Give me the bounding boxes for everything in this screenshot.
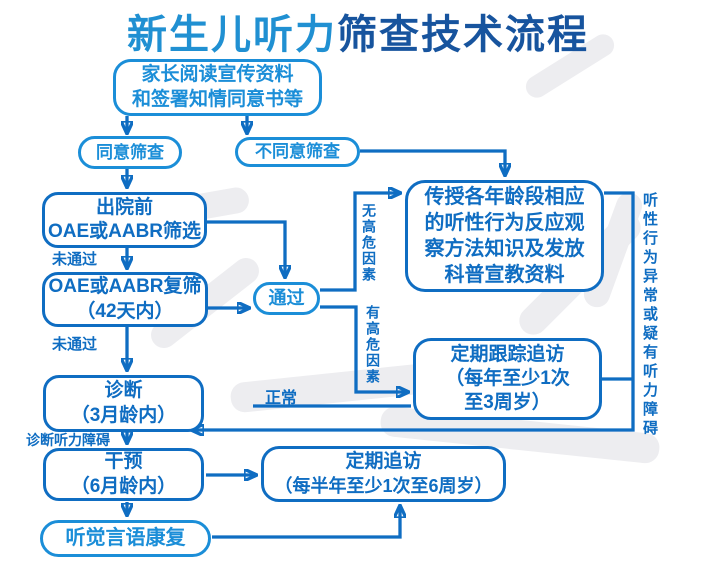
node-tracking-line1: 定期跟踪追访 bbox=[450, 343, 565, 365]
edge-pass-risk-to-tracking bbox=[320, 305, 407, 392]
edge-abnormal-return-to-diagnosis bbox=[193, 191, 635, 430]
node-intervention: 干预 （6月龄内） bbox=[43, 448, 204, 501]
label-high-risk: 有高危因素 bbox=[365, 305, 381, 385]
node-followup-line1: 定期追访 bbox=[345, 451, 422, 473]
node-intervention-line2: （6月龄内） bbox=[70, 475, 177, 497]
node-disagree-label: 不同意筛查 bbox=[255, 142, 340, 162]
node-initial-screen-line1: 出院前 bbox=[95, 196, 153, 218]
edge-initial-screen-to-pass bbox=[207, 220, 285, 276]
node-educate-line3: 察方法知识及发放 bbox=[424, 238, 585, 260]
node-rescreen: OAE或AABR复筛 （42天内） bbox=[42, 272, 208, 327]
node-diagnosis-line1: 诊断 bbox=[104, 380, 143, 402]
page-title-light-part: 新生儿听力 bbox=[127, 13, 337, 57]
node-diagnosis-line2: （3月龄内） bbox=[70, 404, 177, 426]
node-followup-line2: （每半年至少1次至6周岁） bbox=[274, 475, 493, 496]
node-tracking: 定期跟踪追访 （每年至少1次 至3周岁） bbox=[413, 338, 602, 420]
label-no-high-risk: 无高危因素 bbox=[361, 203, 377, 283]
node-consent-info: 家长阅读宣传资料 和签署知情同意书等 bbox=[113, 59, 322, 116]
node-rehab-label: 听觉言语康复 bbox=[65, 526, 186, 549]
node-initial-screen-line2: OAE或AABR筛选 bbox=[47, 221, 202, 242]
label-fail-initial: 未通过 bbox=[52, 251, 98, 268]
node-educate-line2: 的听性行为反应观 bbox=[424, 212, 585, 234]
node-disagree: 不同意筛查 bbox=[235, 137, 360, 167]
node-followup: 定期追访 （每半年至少1次至6周岁） bbox=[261, 446, 506, 502]
node-pass-label: 通过 bbox=[268, 287, 305, 308]
edge-disagree-to-educate bbox=[360, 149, 505, 174]
label-fail-rescreen: 未通过 bbox=[52, 336, 98, 353]
edge-rehab-to-followup bbox=[212, 507, 400, 539]
node-diagnosis: 诊断 （3月龄内） bbox=[43, 375, 204, 432]
node-educate: 传授各年龄段相应 的听性行为反应观 察方法知识及发放 科普宣教资料 bbox=[405, 180, 604, 292]
edge-pass-no-risk-to-educate bbox=[320, 193, 399, 292]
page-title: 新生儿听力筛查技术流程 bbox=[0, 2, 716, 60]
node-consent-info-line1: 家长阅读宣传资料 bbox=[141, 64, 294, 86]
page-title-dark-part: 筛查技术流程 bbox=[337, 13, 589, 57]
node-agree-label: 同意筛查 bbox=[96, 142, 164, 162]
node-rehab: 听觉言语康复 bbox=[40, 520, 211, 557]
node-initial-screen: 出院前 OAE或AABR筛选 bbox=[42, 192, 207, 248]
node-consent-info-line2: 和签署知情同意书等 bbox=[131, 88, 303, 110]
node-rescreen-line1: OAE或AABR复筛 bbox=[48, 276, 202, 298]
node-educate-line1: 传授各年龄段相应 bbox=[424, 186, 585, 208]
node-rescreen-line2: （42天内） bbox=[76, 300, 174, 322]
node-tracking-line2: （每年至少1次 bbox=[445, 367, 570, 389]
label-diagnosed-hearing-loss: 诊断听力障碍 bbox=[26, 432, 110, 448]
node-educate-line4: 科普宣教资料 bbox=[444, 264, 565, 286]
node-agree: 同意筛查 bbox=[78, 136, 182, 169]
label-abnormal-auditory-behavior: 听性行为异常或疑有听力障碍 bbox=[641, 192, 658, 439]
label-normal: 正常 bbox=[265, 390, 298, 407]
node-tracking-line3: 至3周岁） bbox=[464, 392, 551, 414]
node-intervention-line1: 干预 bbox=[104, 451, 143, 473]
node-pass: 通过 bbox=[253, 282, 320, 315]
